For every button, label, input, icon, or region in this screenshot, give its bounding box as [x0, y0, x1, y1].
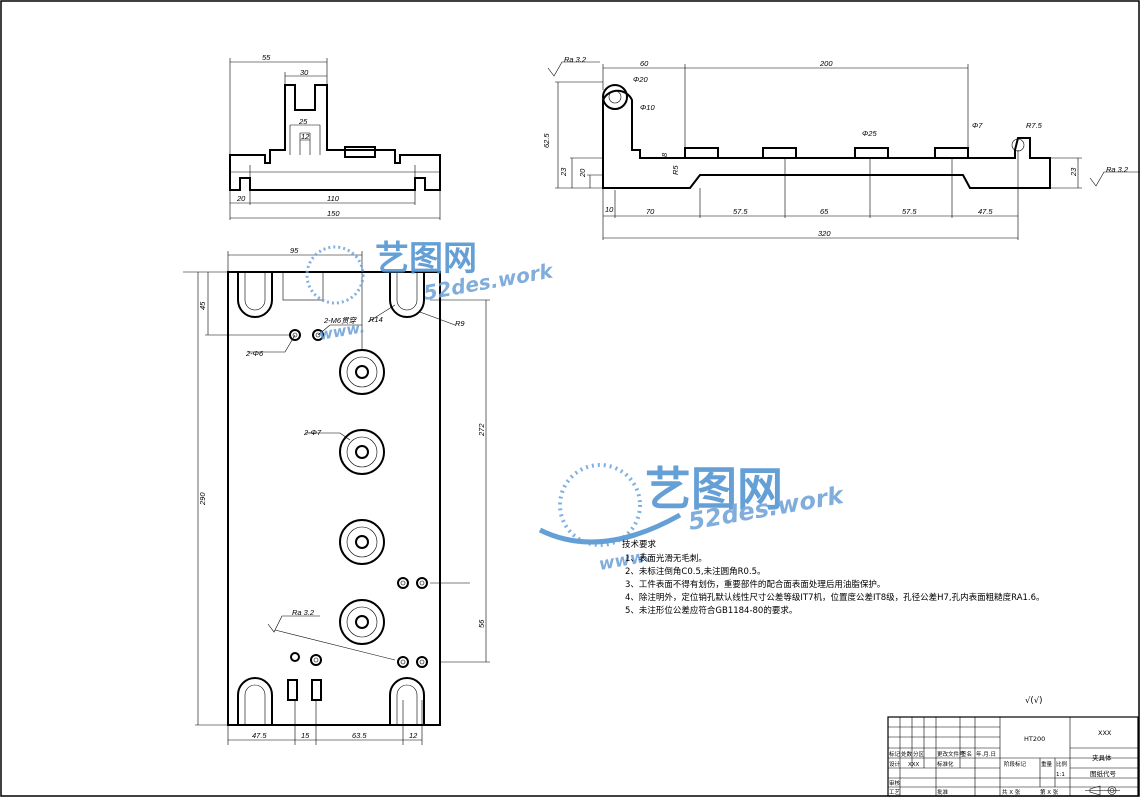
dim-272: 272	[477, 423, 486, 437]
tb-label-approve: 批准	[937, 788, 949, 796]
tb-label-design: 设计	[889, 760, 901, 768]
tb-label-process: 工艺	[889, 789, 901, 796]
dim-bottom-47-5: 47.5	[252, 731, 267, 740]
dim-110: 110	[327, 194, 340, 203]
dim-20-left: 20	[578, 168, 587, 178]
dim-70: 70	[646, 207, 655, 216]
general-roughness: √(√)	[1025, 696, 1042, 706]
tb-label-zone: 分区	[913, 750, 925, 758]
boss-2	[339, 429, 385, 475]
dim-phi25: Φ25	[862, 129, 877, 138]
tb-company: XXX	[1098, 729, 1112, 737]
dim-47-5: 47.5	[978, 207, 993, 216]
tb-label-sign: 签名	[961, 750, 972, 758]
title-block: HT200 XXX 夹具体 图纸代号 标记 处数 分区 更改文件号 签名 年.月…	[887, 716, 1139, 797]
dim-56: 56	[477, 619, 486, 628]
tb-label-mark: 标记	[889, 750, 901, 758]
tb-drawing-no: 图纸代号	[1090, 769, 1117, 778]
tb-scale: 1:1	[1056, 772, 1065, 778]
plan-roughness: Ra 3.2	[292, 608, 315, 617]
tb-label-standardize: 标准化	[937, 760, 954, 768]
label-r14: R14	[369, 315, 383, 324]
tb-label-count: 处数	[901, 750, 913, 758]
tech-note-1: 1、表面光滑无毛刺。	[625, 553, 707, 564]
dim-30: 30	[300, 68, 309, 77]
dim-60: 60	[640, 59, 649, 68]
tech-notes-title: 技术要求	[622, 539, 657, 550]
dim-10: 10	[605, 205, 614, 214]
dim-62-5: 62.5	[542, 133, 551, 148]
tech-note-4: 4、除注明外，定位销孔默认线性尺寸公差等级IT7机，位置度公差IT8级，孔径公差…	[625, 592, 1045, 603]
technical-requirements: 技术要求 1、表面光滑无毛刺。 2、未标注倒角C0.5,未注圆角R0.5。 3、…	[622, 539, 1045, 616]
dim-25: 25	[298, 117, 308, 126]
dim-200: 200	[819, 59, 833, 68]
tb-material: HT200	[1024, 735, 1045, 743]
dim-57-5-b: 57.5	[902, 207, 917, 216]
dim-150: 150	[327, 209, 340, 218]
dim-23-right: 23	[1069, 167, 1078, 177]
watermark-brand-small: 艺图网	[375, 239, 477, 279]
dim-phi20: Φ20	[633, 75, 648, 84]
dim-23-left: 23	[559, 167, 568, 177]
dim-bottom-12: 12	[409, 731, 418, 740]
tech-note-2: 2、未标注倒角C0.5,未注圆角R0.5。	[625, 566, 766, 577]
tb-label-date: 年.月.日	[976, 750, 996, 758]
side-view: Ra 3.2 Ra 3.2 60 200 Φ20 Φ10 Φ25 Φ7 R7.5…	[542, 55, 1140, 240]
tb-part-name: 夹具体	[1092, 753, 1112, 762]
dim-95: 95	[290, 246, 299, 255]
label-holes-phi6: 2-Φ6	[245, 349, 264, 358]
tb-label-check: 审核	[889, 779, 901, 787]
roughness-top: Ra 3.2	[564, 55, 587, 64]
boss-3	[339, 519, 385, 565]
tb-label-ratio: 比例	[1056, 760, 1068, 768]
dim-r75: R7.5	[1026, 121, 1043, 130]
dim-55: 55	[262, 53, 271, 62]
dim-320: 320	[818, 229, 831, 238]
tb-designer: XXX	[908, 762, 920, 768]
tb-label-stage: 阶段标记	[1004, 760, 1027, 768]
label-r9: R9	[455, 319, 465, 328]
dim-20: 20	[236, 194, 246, 203]
dim-57-5-a: 57.5	[733, 207, 748, 216]
front-view: 55 30 25 12 20 110 150	[229, 53, 441, 220]
dim-12: 12	[301, 132, 310, 141]
dim-65: 65	[820, 207, 829, 216]
tb-sheets-total: 共 X 张	[1002, 788, 1021, 796]
roughness-right: Ra 3.2	[1106, 165, 1129, 174]
dim-phi7: Φ7	[972, 121, 983, 130]
dim-r5: R5	[671, 165, 680, 175]
plan-view: 95 45 290 272 56 2-M6贯穿 2-Φ6 2-Φ7 R14 R9…	[183, 246, 490, 745]
tech-note-5: 5、未注形位公差应符合GB1184-80的要求。	[625, 605, 797, 616]
dim-45: 45	[198, 301, 207, 310]
dim-bottom-15: 15	[301, 731, 310, 740]
tb-label-weight: 重量	[1041, 760, 1053, 768]
dim-phi10: Φ10	[640, 103, 655, 112]
projection-symbol-icon	[1085, 785, 1120, 796]
tb-label-change-doc: 更改文件号	[937, 750, 965, 758]
tech-note-3: 3、工件表面不得有划伤，重要部件的配合面表面处理后用油脂保护。	[625, 579, 885, 590]
watermark-brand-large: 艺图网	[645, 462, 783, 516]
boss-4	[339, 599, 385, 645]
label-holes-phi7: 2-Φ7	[303, 428, 322, 437]
boss-1	[339, 349, 385, 395]
dim-290: 290	[198, 492, 207, 506]
dim-bottom-63-5: 63.5	[352, 731, 367, 740]
tb-sheet-no: 第 X 张	[1040, 788, 1059, 796]
dim-8: 8	[660, 152, 669, 157]
label-holes-thru: 2-M6贯穿	[323, 316, 358, 325]
